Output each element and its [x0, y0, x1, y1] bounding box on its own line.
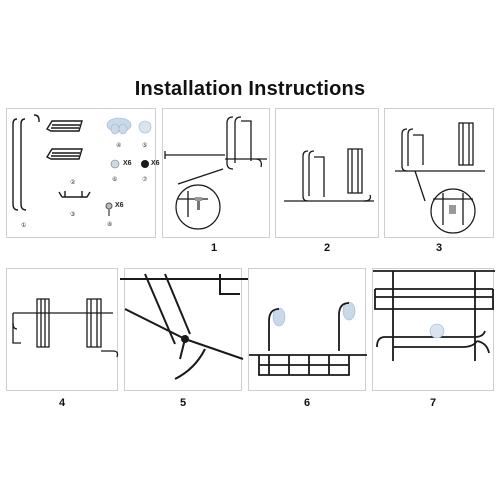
screw: [105, 202, 113, 216]
step-3-panel: [384, 108, 494, 238]
cap-quantity: X6: [151, 160, 160, 167]
parts-illustration: [12, 114, 152, 216]
suction-cups: [106, 117, 132, 135]
step-1-illustration: [164, 116, 267, 230]
step-4-illustration: [12, 298, 119, 358]
step-6-illustration: [249, 301, 367, 376]
screw-quantity: X6: [115, 202, 124, 209]
step-2-illustration: [284, 148, 374, 202]
step-5-illustration: [120, 273, 250, 380]
part-label-7: ⑦: [142, 177, 148, 183]
step-2-panel: [275, 108, 379, 238]
nut: [110, 159, 120, 169]
page-title: Installation Instructions: [134, 78, 366, 100]
long-hook-1: [12, 118, 19, 211]
long-hook-2: [20, 118, 27, 211]
part-label-2: ②: [70, 180, 76, 186]
basket-bottom: [45, 148, 83, 160]
suction-cup-7: [429, 323, 445, 339]
part-label-5: ⑤: [142, 143, 148, 149]
step-3-illustration: [395, 122, 485, 234]
suction-cups-6: [272, 301, 356, 327]
part-label-3: ③: [70, 212, 76, 218]
step-4-label: 4: [58, 397, 66, 409]
step-7-illustration: [373, 270, 495, 361]
step-3-label: 3: [435, 242, 443, 254]
soap-tray: [58, 191, 91, 198]
step-5-panel: [120, 268, 250, 391]
step-7-label: 7: [429, 397, 437, 409]
step-6-panel: [248, 268, 367, 391]
part-label-8: ⑧: [107, 222, 113, 228]
parts-panel: ① ② ③ ④ ⑤ ⑥ ⑦ ⑧ X6 X6 X6: [6, 108, 160, 238]
step-5-label: 5: [179, 397, 187, 409]
part-label-1: ①: [21, 223, 27, 229]
part-label-6: ⑥: [112, 177, 118, 183]
step-1-panel: [162, 108, 270, 238]
suction-cup: [138, 120, 152, 134]
nut-quantity: X6: [123, 160, 132, 167]
basket-top: [45, 120, 83, 132]
step-6-label: 6: [303, 397, 311, 409]
part-label-4: ④: [116, 143, 122, 149]
step-7-panel: [372, 268, 495, 391]
step-1-label: 1: [210, 242, 218, 254]
end-cap: [141, 160, 149, 168]
step-4-panel: [6, 268, 119, 391]
step-2-label: 2: [323, 242, 331, 254]
